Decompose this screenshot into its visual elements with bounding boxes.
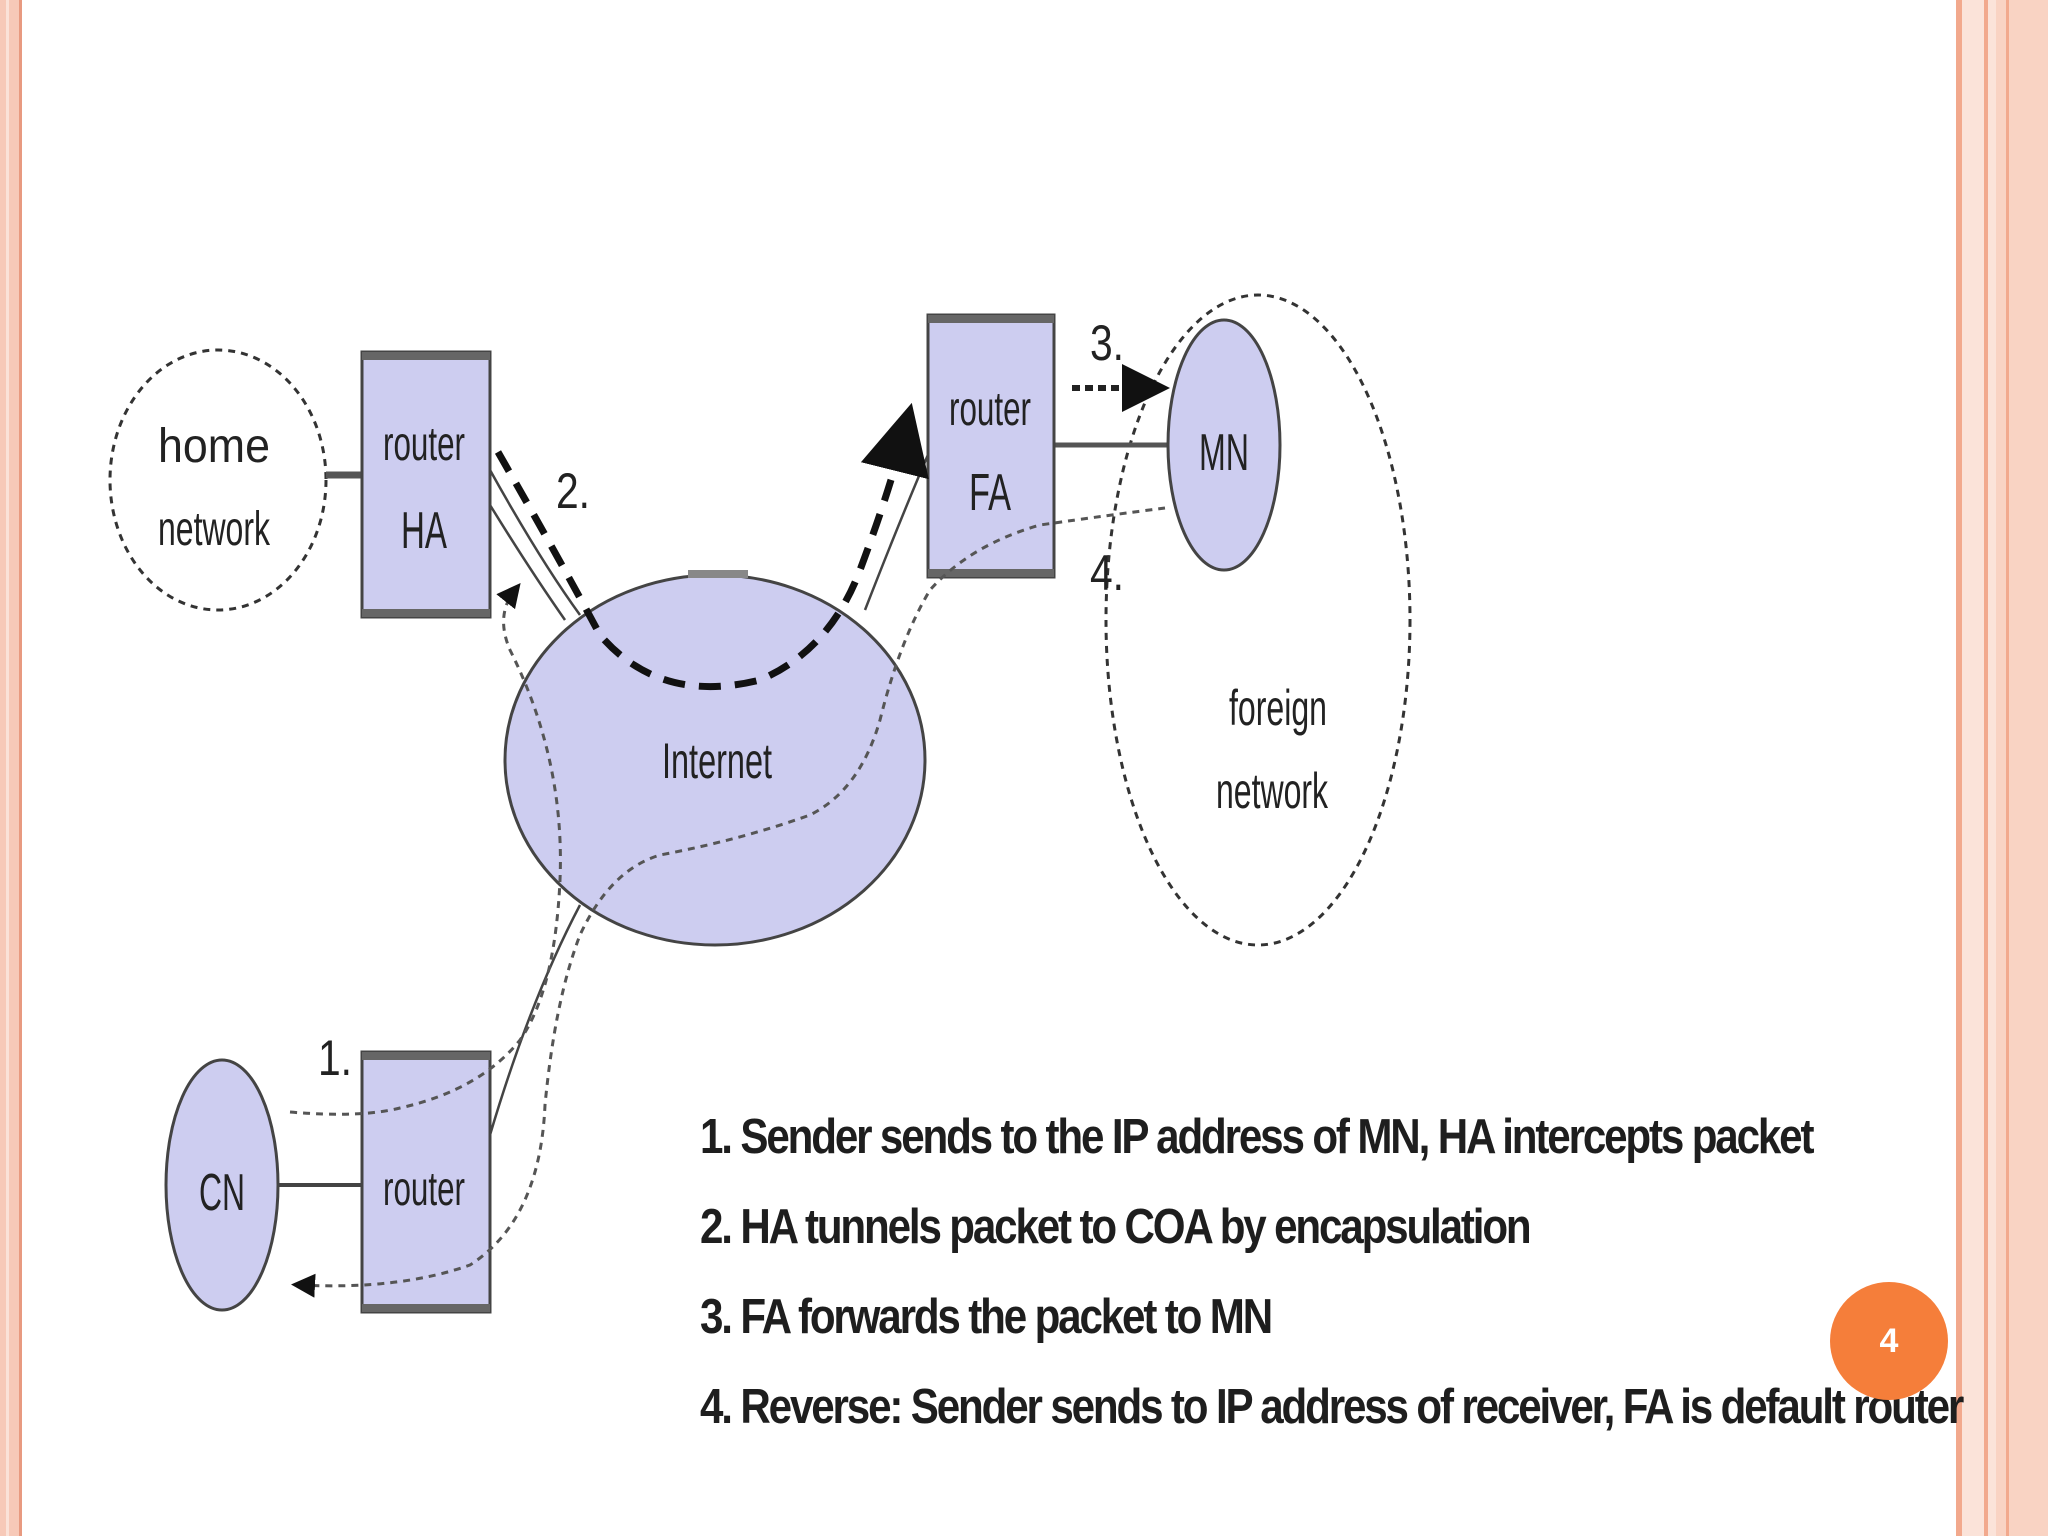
foreign-network-label-1: foreign [1229, 680, 1327, 736]
mn-node [1166, 318, 1282, 572]
foreign-network-cloud [1104, 293, 1412, 947]
step-1-text: 1. Sender sends to the IP address of MN,… [700, 1110, 1814, 1164]
cn-label: CN [199, 1164, 245, 1222]
router-ha [360, 350, 492, 619]
home-network-label-2: network [158, 503, 271, 556]
router-fa-label-1: router [949, 383, 1031, 436]
step-marker-2: 2. [556, 463, 590, 519]
home-network-cloud [108, 348, 328, 612]
mn-label: MN [1199, 424, 1249, 482]
router-fa-label-2: FA [969, 464, 1011, 522]
step-marker-3: 3. [1090, 315, 1124, 371]
slide-border-right [1956, 0, 2048, 1536]
slide-border-left [0, 0, 22, 1536]
steps-list: 1. Sender sends to the IP address of MN,… [700, 1092, 1964, 1452]
foreign-network-label-2: network [1216, 763, 1329, 819]
internet-label: Internet [662, 733, 772, 789]
router-fa [926, 313, 1056, 579]
step-marker-1: 1. [318, 1030, 352, 1086]
home-network-label-1: home [158, 420, 270, 473]
router-ha-label-1: router [383, 418, 465, 471]
router-cn-label: router [383, 1163, 465, 1216]
step-marker-4: 4. [1090, 545, 1124, 601]
step-4-text: 4. Reverse: Sender sends to IP address o… [700, 1380, 1964, 1434]
page-number-badge: 4 [1830, 1282, 1948, 1400]
cn-node [164, 1058, 280, 1312]
step-3-text: 3. FA forwards the packet to MN [700, 1290, 1273, 1344]
router-cn-side [360, 1050, 492, 1314]
router-ha-label-2: HA [401, 502, 447, 560]
step-2-text: 2. HA tunnels packet to COA by encapsula… [700, 1200, 1532, 1254]
